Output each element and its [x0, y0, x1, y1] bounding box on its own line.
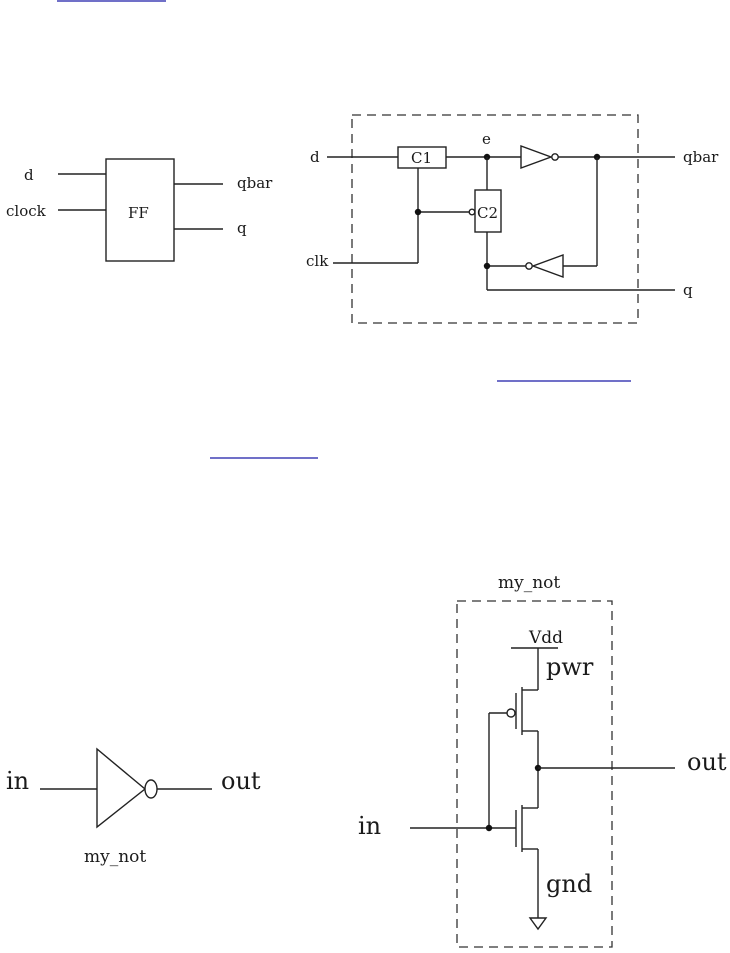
cmos-in-label: in [358, 812, 381, 840]
input-node-dot [485, 824, 493, 832]
cmos-dashed-boundary [456, 600, 613, 948]
gnd-label: gnd [546, 870, 592, 898]
c2-label: C2 [477, 204, 498, 222]
c2-box [474, 189, 502, 233]
ffi-d-label: d [310, 148, 320, 166]
inv-sym-out-label: out [221, 767, 261, 795]
feedback-inverter-bubble [525, 262, 533, 270]
inv-sym-caption: my_not [84, 847, 146, 867]
ground-symbol [528, 917, 548, 931]
inverter-symbol-diagram: in out my_not [6, 747, 261, 867]
ff-internal-dashed-boundary [351, 114, 639, 324]
ff-d-label: d [24, 166, 34, 184]
ff-box-label: FF [128, 204, 149, 222]
inv-sym-triangle [96, 747, 147, 829]
pwr-label: pwr [546, 653, 594, 681]
cmos-title: my_not [498, 573, 560, 593]
node-e-label: e [482, 130, 491, 148]
c2-clock-bubble [468, 208, 476, 216]
c1-label: C1 [411, 149, 432, 167]
feedback-inverter-triangle [530, 253, 564, 279]
forward-inverter-bubble [551, 153, 559, 161]
ffi-clk-label: clk [306, 252, 329, 270]
q-node-dot [483, 262, 491, 270]
ff-box [105, 158, 175, 262]
forward-inverter-triangle [520, 144, 554, 170]
ffi-qbar-label: qbar [683, 148, 719, 166]
ff-clock-label: clock [6, 202, 47, 220]
ff-qbar-label: qbar [237, 174, 273, 192]
clk-node-dot [414, 208, 422, 216]
ff-internal-schematic: d C1 e qbar C2 q clk [306, 114, 719, 324]
pmos-gate-bubble [506, 708, 516, 718]
vdd-label: Vdd [528, 628, 563, 648]
cmos-out-label: out [687, 748, 727, 776]
ff-block-diagram: d clock FF qbar q [6, 158, 273, 262]
inverter-cmos-schematic: my_not Vdd pwr out gnd in [358, 573, 727, 948]
inv-sym-in-label: in [6, 767, 29, 795]
ff-q-label: q [237, 219, 247, 237]
inv-sym-bubble [144, 779, 158, 799]
ffi-q-label: q [683, 281, 693, 299]
